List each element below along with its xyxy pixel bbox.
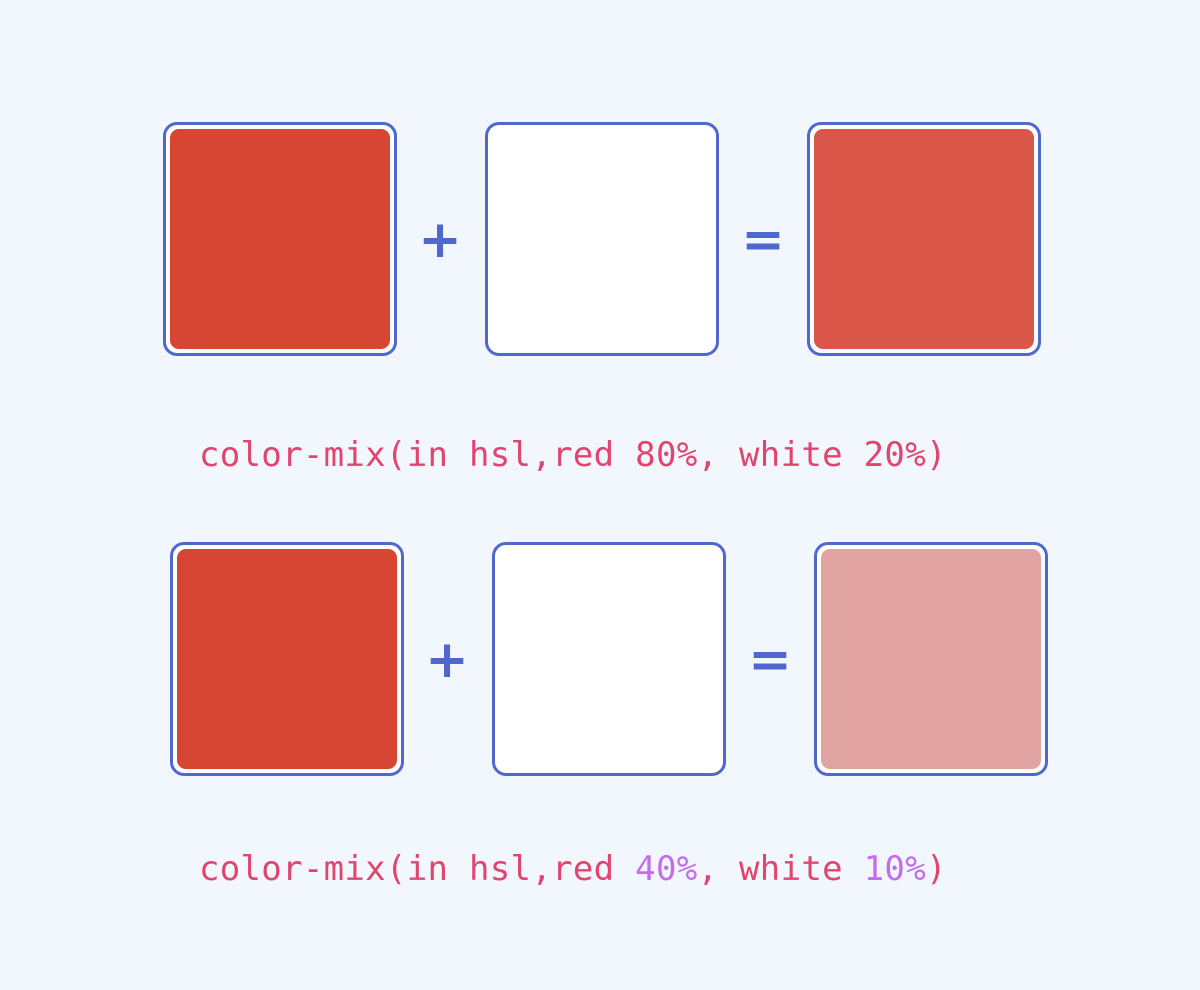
white-swatch-fill [499, 549, 719, 769]
formula-1: color-mix(in hsl,red 80%, white 20%) [199, 435, 947, 475]
formula-prefix: color-mix(in hsl,red [199, 849, 636, 889]
red-swatch [163, 122, 397, 356]
red-swatch-fill [177, 549, 397, 769]
result-swatch-fill [821, 549, 1041, 769]
formula-suffix: ) [925, 849, 947, 889]
plus-sign: + [418, 210, 462, 270]
plus-sign: + [425, 630, 469, 690]
equals-sign: = [748, 630, 792, 690]
result-swatch [807, 122, 1041, 356]
formula-red-percent: 80% [635, 435, 698, 475]
formula-suffix: ) [925, 435, 947, 475]
equals-sign: = [741, 210, 785, 270]
result-swatch-fill [814, 129, 1034, 349]
formula-white-percent: 20% [863, 435, 926, 475]
white-swatch [485, 122, 719, 356]
formula-prefix: color-mix(in hsl,red [199, 435, 636, 475]
red-swatch [170, 542, 404, 776]
formula-white-percent: 10% [863, 849, 926, 889]
formula-middle: , white [697, 849, 864, 889]
result-swatch [814, 542, 1048, 776]
red-swatch-fill [170, 129, 390, 349]
white-swatch [492, 542, 726, 776]
formula-2: color-mix(in hsl,red 40%, white 10%) [199, 849, 947, 889]
formula-red-percent: 40% [635, 849, 698, 889]
formula-middle: , white [697, 435, 864, 475]
white-swatch-fill [492, 129, 712, 349]
